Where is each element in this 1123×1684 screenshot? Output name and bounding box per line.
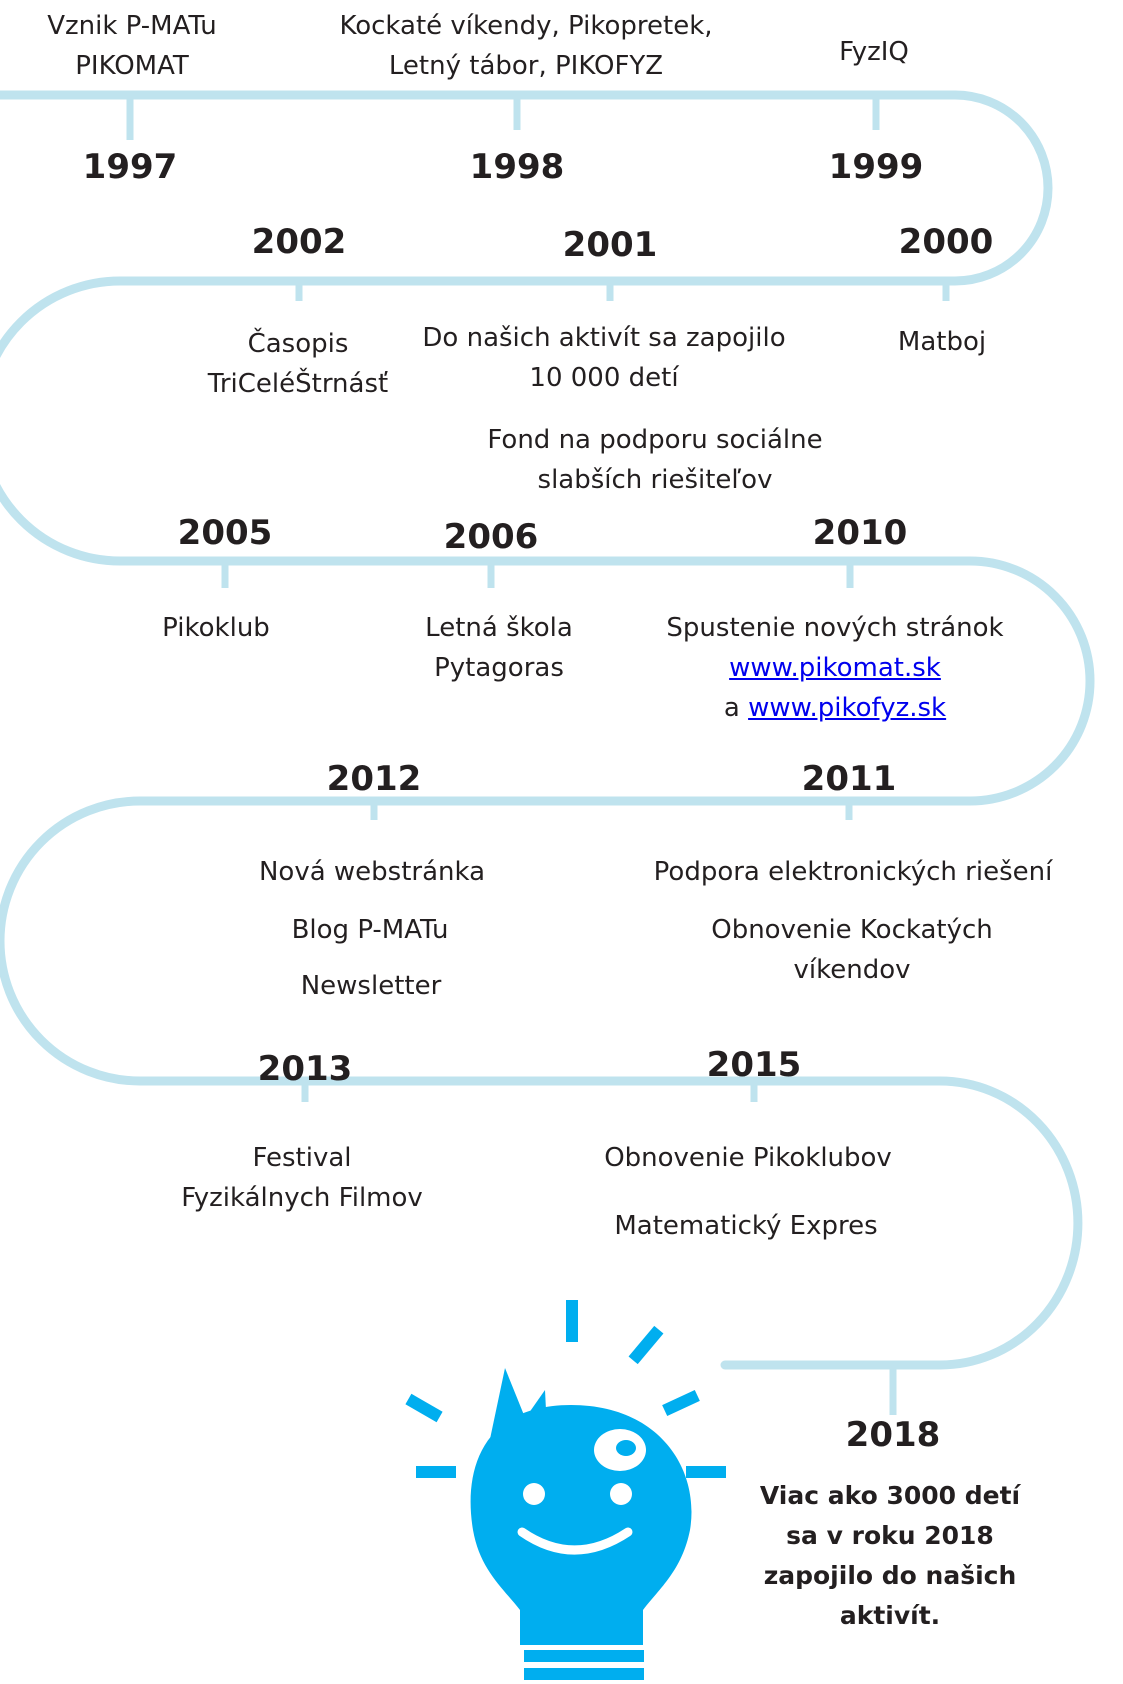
- event-2013-text: Festival Fyzikálnych Filmov: [181, 1138, 423, 1218]
- event-2006-line: Letná škola: [425, 613, 573, 643]
- event-2010-line: Spustenie nových stránok: [666, 613, 1004, 643]
- event-2001-extra-line: slabších riešiteľov: [537, 465, 773, 495]
- event-1998-text: Kockaté víkendy, Pikopretek, Letný tábor…: [339, 6, 712, 86]
- ray-left: [405, 1393, 443, 1423]
- ray-right: [662, 1389, 700, 1417]
- event-2012-item: Newsletter: [300, 971, 442, 1001]
- lightbulb-face-icon: [405, 1300, 726, 1680]
- year-2010: 2010: [812, 513, 908, 553]
- bulb-highlight-inner: [616, 1440, 636, 1456]
- bulb-base-1: [524, 1650, 644, 1662]
- and-text: a: [723, 693, 740, 723]
- bulb-head: [470, 1405, 692, 1645]
- event-2002-text: Časopis TriCeléŠtrnásť: [208, 324, 388, 404]
- event-2011-extra-line: Obnovenie Kockatých: [711, 915, 993, 945]
- event-2012-item: Nová webstránka: [258, 857, 486, 887]
- ray-lower-right: [686, 1466, 726, 1478]
- event-2015-item: Obnovenie Pikoklubov: [604, 1143, 892, 1173]
- year-1997: 1997: [82, 147, 178, 187]
- event-1998-line: Kockaté víkendy, Pikopretek,: [339, 11, 713, 41]
- event-2018-text: Viac ako 3000 detí sa v roku 2018 zapoji…: [760, 1476, 1020, 1636]
- year-2012: 2012: [326, 759, 422, 799]
- event-1997-text: Vznik P-MATu PIKOMAT: [47, 6, 217, 86]
- event-1997-line: PIKOMAT: [75, 51, 189, 81]
- event-2018-line: aktivít.: [839, 1601, 941, 1630]
- event-2001-extra-line: Fond na podporu sociálne: [487, 425, 823, 455]
- event-2018-line: Viac ako 3000 detí: [759, 1481, 1021, 1510]
- pikofyz-link[interactable]: www.pikofyz.sk: [748, 693, 947, 723]
- year-2000: 2000: [898, 222, 994, 262]
- event-2002-line: TriCeléŠtrnásť: [207, 369, 389, 399]
- event-1998-line: Letný tábor, PIKOFYZ: [388, 51, 664, 81]
- event-2018-line: sa v roku 2018: [786, 1521, 994, 1550]
- event-1999-text: FyzIQ: [839, 32, 909, 72]
- year-2005: 2005: [177, 513, 273, 553]
- year-2002: 2002: [251, 222, 347, 262]
- event-2011-extra: Obnovenie Kockatých víkendov: [711, 910, 993, 990]
- event-2005-line: Pikoklub: [162, 613, 270, 643]
- eye-left: [523, 1483, 545, 1505]
- event-2013-line: Festival: [252, 1143, 352, 1173]
- event-2001-extra: Fond na podporu sociálne slabších riešit…: [487, 420, 822, 500]
- eye-right: [610, 1483, 632, 1505]
- event-1999-line: FyzIQ: [839, 37, 909, 67]
- event-2015-item: Matematický Expres: [614, 1211, 878, 1241]
- year-1998: 1998: [469, 147, 565, 187]
- year-1999: 1999: [828, 147, 924, 187]
- year-2001: 2001: [562, 225, 658, 265]
- ray-lower-left: [416, 1466, 456, 1478]
- year-2015: 2015: [706, 1045, 802, 1085]
- event-2001-line: 10 000 detí: [529, 363, 679, 393]
- year-2011: 2011: [801, 759, 897, 799]
- event-2011-line: Podpora elektronických riešení: [653, 857, 1053, 887]
- pikomat-link[interactable]: www.pikomat.sk: [729, 653, 941, 683]
- event-2010-text: Spustenie nových stránok www.pikomat.sk …: [666, 608, 1003, 728]
- ray-upper-right: [628, 1325, 664, 1365]
- smile: [517, 1527, 633, 1555]
- event-2006-line: Pytagoras: [434, 653, 564, 683]
- event-2002-line: Časopis: [247, 329, 349, 359]
- event-2000-text: Matboj: [898, 322, 986, 362]
- year-2006: 2006: [443, 517, 539, 557]
- event-2001-text: Do našich aktivít sa zapojilo 10 000 det…: [422, 318, 785, 398]
- event-1997-line: Vznik P-MATu: [47, 11, 217, 41]
- event-2018-line: zapojilo do našich: [763, 1561, 1017, 1590]
- year-2013: 2013: [257, 1049, 353, 1089]
- event-2006-text: Letná škola Pytagoras: [425, 608, 573, 688]
- event-2013-line: Fyzikálnych Filmov: [181, 1183, 423, 1213]
- event-2005-text: Pikoklub: [162, 608, 270, 648]
- event-2001-line: Do našich aktivít sa zapojilo: [422, 323, 786, 353]
- ray-top: [566, 1300, 578, 1342]
- bulb-base-2: [524, 1668, 644, 1680]
- event-2011-text: Podpora elektronických riešení: [654, 852, 1053, 892]
- event-2011-extra-line: víkendov: [793, 955, 911, 985]
- track-row-1: [0, 90, 1095, 1370]
- event-2000-line: Matboj: [897, 327, 987, 357]
- year-2018: 2018: [845, 1415, 941, 1455]
- event-2012-item: Blog P-MATu: [291, 915, 449, 945]
